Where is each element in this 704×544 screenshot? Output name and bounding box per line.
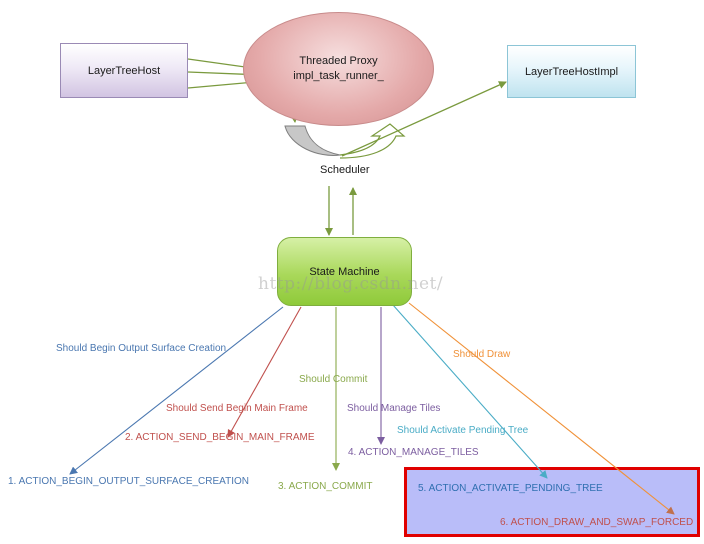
threaded-proxy-node: Threaded Proxy impl_task_runner_ xyxy=(243,12,434,126)
scheduler-to-impl-arrow xyxy=(341,81,507,157)
scheduler-label: Scheduler xyxy=(320,164,370,176)
condition-commit: Should Commit xyxy=(299,374,368,385)
scheduler-loop-fill xyxy=(284,125,341,156)
layer-tree-host-impl-label: LayerTreeHostImpl xyxy=(524,65,619,78)
watermark-text: http://blog.csdn.net/ xyxy=(258,274,444,294)
scheduler-loop-arrow xyxy=(339,123,406,159)
arrow-draw xyxy=(408,302,675,515)
action-begin-output-surface: 1. ACTION_BEGIN_OUTPUT_SURFACE_CREATION xyxy=(8,476,249,487)
action-commit: 3. ACTION_COMMIT xyxy=(278,481,373,492)
arrow-activate-pending xyxy=(392,304,548,479)
action-send-begin-main-frame: 2. ACTION_SEND_BEGIN_MAIN_FRAME xyxy=(125,432,315,443)
layer-tree-host-impl-node: LayerTreeHostImpl xyxy=(507,45,636,98)
condition-begin-main-frame: Should Send Begin Main Frame xyxy=(166,403,308,414)
condition-activate-pending: Should Activate Pending Tree xyxy=(397,425,529,436)
condition-output-surface: Should Begin Output Surface Creation xyxy=(56,343,227,354)
action-manage-tiles: 4. ACTION_MANAGE_TILES xyxy=(348,447,479,458)
highlight-box xyxy=(404,467,700,537)
layer-tree-host-node: LayerTreeHost xyxy=(60,43,188,98)
layer-tree-host-label: LayerTreeHost xyxy=(87,64,161,77)
arrow-output-surface xyxy=(69,306,284,475)
arrow-begin-main-frame xyxy=(227,306,302,438)
condition-manage-tiles: Should Manage Tiles xyxy=(347,403,441,414)
condition-draw: Should Draw xyxy=(453,349,511,360)
proxy-title: Threaded Proxy xyxy=(299,55,378,67)
state-machine-node: State Machine xyxy=(277,237,412,306)
state-machine-label: State Machine xyxy=(309,265,380,278)
proxy-runner-label: impl_task_runner_ xyxy=(293,70,384,82)
action-activate-pending-tree: 5. ACTION_ACTIVATE_PENDING_TREE xyxy=(418,483,603,494)
action-draw-and-swap-forced: 6. ACTION_DRAW_AND_SWAP_FORCED xyxy=(500,517,694,528)
